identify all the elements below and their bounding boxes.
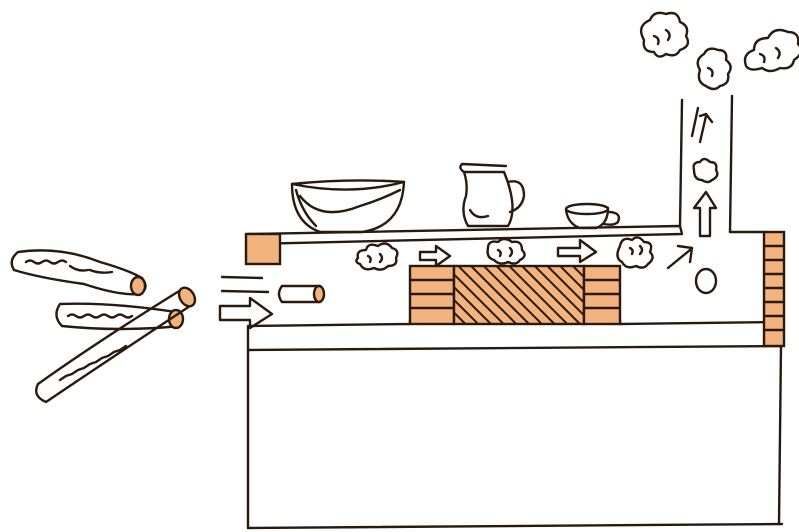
smoke-puff-icon — [617, 237, 652, 267]
flow-arrow-icon — [558, 240, 596, 262]
air-inflow-arrow-icon — [220, 277, 272, 328]
flow-arrow-icon — [420, 246, 450, 266]
cleanout-port — [696, 269, 716, 293]
water-jug-icon — [460, 164, 524, 226]
firebrick-block-icon — [410, 266, 620, 324]
smoke-puff-icon — [356, 243, 397, 269]
chimney-icon — [680, 96, 732, 236]
smoke-puff-icon — [641, 13, 688, 57]
firewood-icon — [279, 286, 324, 302]
smoke-puff-icon — [745, 30, 799, 71]
smoke-puff-icon — [698, 49, 731, 89]
cup-icon — [566, 204, 619, 228]
cooking-pot-icon — [292, 180, 404, 232]
flow-arrow-icon — [668, 246, 692, 268]
smoke-puff-icon — [488, 239, 525, 264]
firewood-icon — [12, 250, 198, 402]
